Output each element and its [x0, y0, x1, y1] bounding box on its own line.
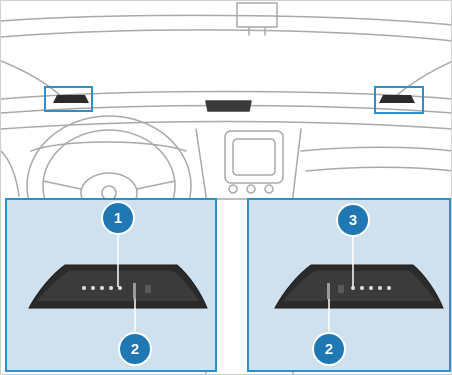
center-display: [233, 139, 275, 175]
dashboard-speaker: [206, 101, 251, 111]
callout-badge-2-left: 2: [119, 333, 151, 365]
svg-text:2: 2: [325, 341, 333, 358]
svg-text:2: 2: [131, 341, 139, 358]
sensor-slot: [327, 283, 330, 299]
callout-badge-2-right: 2: [313, 333, 345, 365]
callout-badge-3: 3: [337, 204, 369, 236]
sensor-slot: [133, 283, 136, 299]
callout-badge-1: 1: [102, 202, 134, 234]
overhead-module-left: [45, 87, 92, 111]
svg-text:1: 1: [114, 210, 122, 227]
svg-text:3: 3: [349, 212, 357, 229]
